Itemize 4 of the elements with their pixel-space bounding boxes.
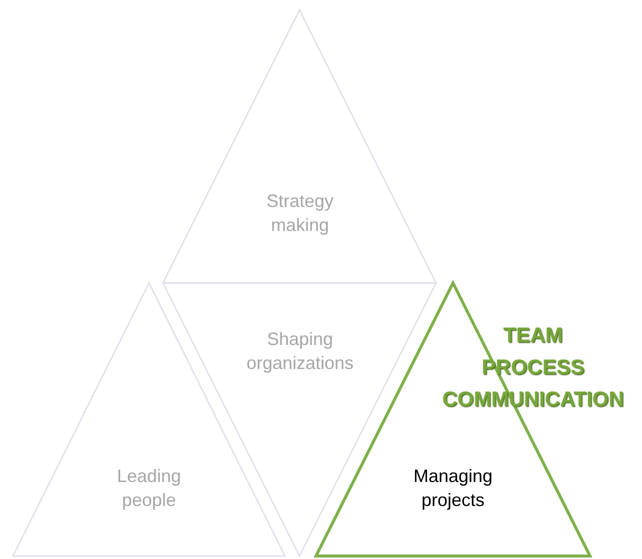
triangle-label: Strategy making xyxy=(265,190,335,237)
triangle-label: Leading people xyxy=(116,465,182,512)
triangle-label: Managing projects xyxy=(412,465,494,512)
triangle-label: Shaping organizations xyxy=(245,328,355,375)
